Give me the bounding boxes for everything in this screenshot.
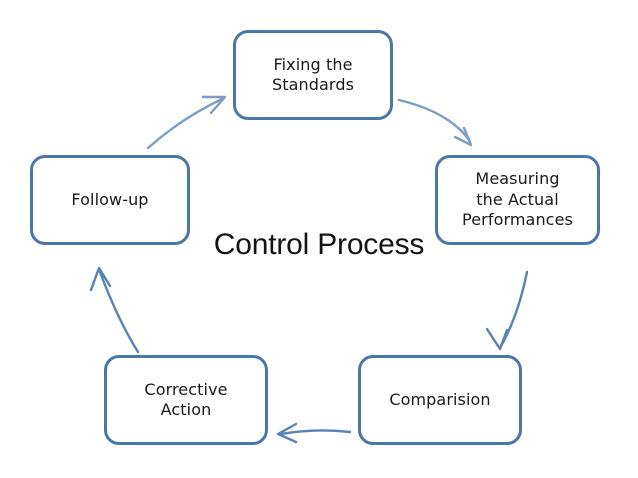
node-label: Measuring the Actual Performances [462, 169, 573, 230]
process-node-follow-up[interactable]: Follow-up [30, 155, 190, 245]
node-label: Follow-up [71, 189, 149, 209]
arrow-followup-to-fixing [146, 95, 227, 150]
process-node-comparision[interactable]: Comparision [358, 355, 522, 445]
arrow-fixing-to-measuring [397, 98, 473, 147]
arrow-measuring-to-comparision [485, 270, 529, 351]
arrow-comparision-to-corrective [276, 422, 352, 444]
process-node-corrective-action[interactable]: Corrective Action [104, 355, 268, 445]
node-label: Comparision [389, 389, 491, 409]
arrow-corrective-to-followup [89, 266, 140, 354]
node-label: Fixing the Standards [271, 54, 355, 94]
process-node-fixing-the-standards[interactable]: Fixing the Standards [233, 30, 393, 120]
process-node-measuring-the-actual-performances[interactable]: Measuring the Actual Performances [435, 155, 600, 245]
node-label: Corrective Action [144, 379, 228, 419]
